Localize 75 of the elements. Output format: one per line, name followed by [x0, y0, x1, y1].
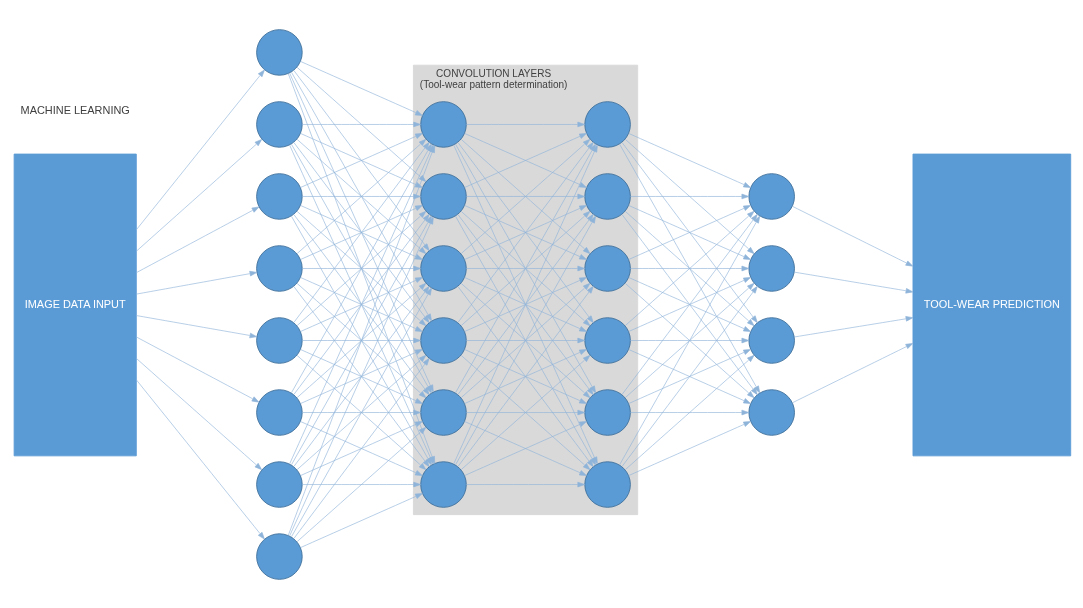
arrow	[624, 282, 755, 398]
node-circle	[256, 172, 303, 220]
arrow	[460, 282, 591, 398]
node-circle	[256, 244, 303, 292]
arrow	[460, 354, 591, 470]
arrow	[135, 336, 260, 402]
arrow	[135, 314, 258, 338]
arrow	[296, 138, 427, 254]
arrow	[300, 276, 423, 332]
arrow	[628, 132, 751, 188]
arrow	[293, 285, 430, 467]
arrow	[621, 213, 758, 395]
arrow	[792, 342, 914, 403]
arrow	[464, 204, 587, 260]
arrow	[794, 315, 914, 337]
arrow	[301, 193, 421, 199]
arrow	[628, 204, 751, 260]
arrow	[135, 69, 265, 230]
arrow	[624, 354, 755, 470]
arrow	[301, 481, 421, 487]
arrow	[300, 132, 423, 188]
arrow	[460, 138, 591, 254]
arrow	[135, 378, 265, 539]
arrow	[466, 193, 585, 199]
arrow	[624, 210, 755, 326]
label: MACHINE LEARNING	[20, 103, 130, 116]
arrow	[466, 265, 585, 271]
arrow	[301, 121, 421, 127]
arrow	[630, 193, 750, 199]
node-circle	[256, 388, 303, 436]
arrow	[621, 141, 758, 323]
arrow	[301, 265, 421, 271]
arrow	[619, 143, 761, 393]
arrow	[296, 354, 427, 470]
arrow	[792, 205, 914, 266]
arrow	[466, 337, 585, 343]
node-circle	[256, 316, 303, 364]
arrow	[293, 357, 430, 539]
arrow	[301, 337, 421, 343]
arrow	[300, 492, 423, 548]
arrow	[464, 420, 587, 476]
arrow	[296, 282, 427, 398]
arrow	[300, 60, 423, 116]
arrow	[301, 409, 421, 415]
arrow	[630, 337, 750, 343]
arrow	[135, 270, 258, 294]
node-box: TOOL-WEAR PREDICTION	[912, 153, 1072, 456]
arrow	[624, 138, 755, 254]
arrow	[300, 348, 423, 404]
arrow	[135, 138, 262, 252]
arrow	[457, 285, 594, 467]
arrow	[464, 276, 587, 332]
arrow	[135, 357, 262, 470]
arrow	[457, 213, 594, 395]
arrow	[621, 285, 758, 467]
arrow	[464, 132, 587, 188]
node-box: IMAGE DATA INPUT	[13, 153, 137, 456]
arrow	[466, 121, 585, 127]
arrow	[630, 265, 750, 271]
arrow	[300, 204, 423, 260]
arrow	[466, 481, 585, 487]
arrow	[296, 66, 427, 182]
arrow	[135, 206, 260, 273]
arrow	[464, 348, 587, 404]
arrow	[296, 426, 427, 542]
arrow	[630, 409, 750, 415]
arrow	[300, 420, 423, 476]
arrow	[628, 420, 751, 476]
arrow	[296, 210, 427, 326]
arrow	[628, 276, 751, 332]
arrow	[794, 271, 914, 293]
arrow	[619, 215, 761, 465]
arrow	[466, 409, 585, 415]
arrow	[628, 348, 751, 404]
arrow	[460, 210, 591, 326]
